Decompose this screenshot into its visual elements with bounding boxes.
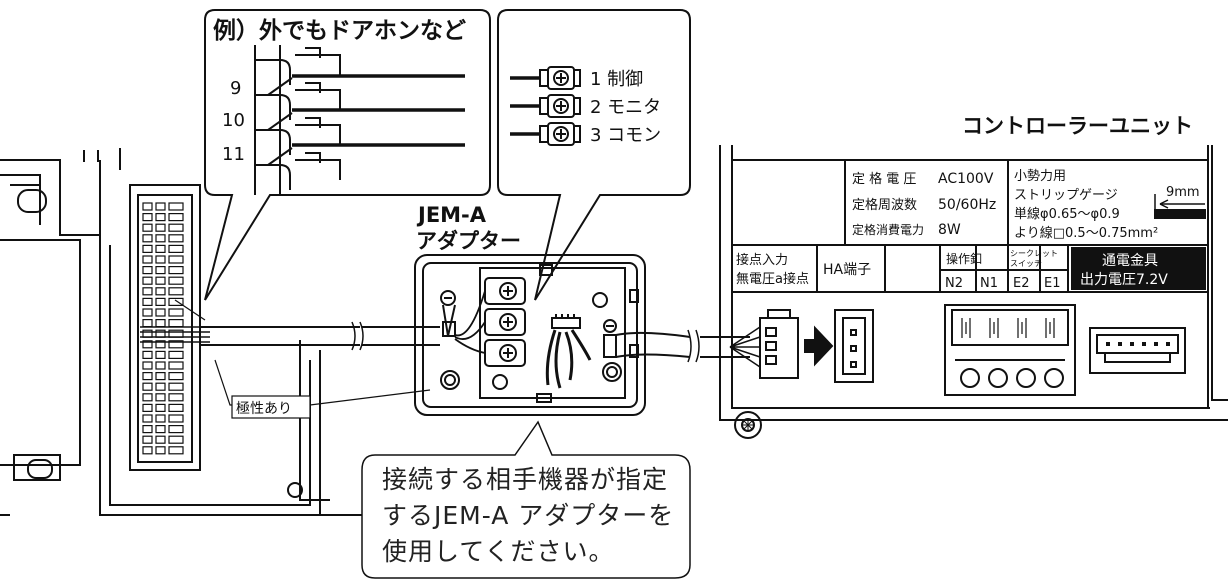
left-wall-unit: [0, 148, 380, 516]
terminal-code-e2: E2: [1013, 276, 1030, 291]
screw-terminal-2: [539, 94, 581, 118]
terminal-code-n2: N2: [945, 276, 963, 291]
note-callout: [361, 420, 691, 579]
contact-input-label-2: 無電圧a接点: [736, 271, 809, 287]
note-line-3: 使用してください。: [382, 537, 615, 566]
adapter-label-1: JEM-A: [416, 203, 487, 227]
energized-label-1: 通電金具: [1102, 253, 1158, 269]
spec-value-voltage: AC100V: [938, 171, 994, 187]
controller-title: コントローラーユニット: [962, 114, 1193, 138]
operation-button-label: 操作釦: [946, 251, 982, 266]
adapter-screw-3: [484, 339, 526, 367]
terminal-number-9: 9: [230, 78, 241, 99]
jem-a-adapter: [414, 254, 646, 416]
spec-label-voltage: 定 格 電 圧: [852, 171, 916, 187]
cable-left: [140, 321, 440, 351]
ha-terminal-label: HA端子: [823, 262, 871, 278]
stranded-wire-label: より線□0.5～0.75mm²: [1014, 225, 1158, 241]
single-wire-label: 単線φ0.65～φ0.9: [1014, 206, 1120, 222]
energized-label-2: 出力電圧7.2V: [1080, 272, 1168, 288]
screw-terminal-1: [539, 66, 581, 90]
screw-terminal-3: [539, 122, 581, 146]
polarity-box: [231, 395, 311, 419]
callout-center-frame: [497, 9, 691, 301]
terminal-code-n1: N1: [980, 276, 998, 291]
wire-label-monitor: 2 モニタ: [590, 97, 661, 118]
spec-value-frequency: 50/60Hz: [938, 197, 996, 213]
callout-left-title: 例）外でもドアホンなど: [213, 17, 466, 44]
terminal-code-e1: E1: [1044, 276, 1061, 291]
insert-arrow: [804, 325, 834, 367]
controller-unit: [719, 145, 1228, 439]
spec-label-power: 定格消費電力: [852, 222, 924, 237]
spec-label-frequency: 定格周波数: [852, 197, 917, 213]
callout-left-frame: [204, 9, 491, 301]
terminal-number-11: 11: [222, 144, 245, 165]
polarity-label: 極性あり: [236, 401, 292, 417]
gauge-length-label: 9mm: [1166, 185, 1200, 200]
adapter-screw-1: [484, 277, 526, 305]
cable-right: [615, 326, 761, 368]
secret-switch-label-2: スイッチ: [1010, 259, 1042, 268]
callout-left-terminal-block: [254, 45, 341, 195]
small-power-label: 小勢力用: [1014, 169, 1066, 184]
connector-plug: [759, 309, 874, 383]
adapter-screw-2: [484, 308, 526, 336]
terminal-number-10: 10: [222, 110, 245, 131]
secret-switch-label-1: シークレット: [1010, 249, 1058, 258]
note-line-2: するJEM-A アダプターを: [382, 501, 675, 530]
wire-label-control: 1 制御: [590, 69, 643, 90]
spec-value-power: 8W: [938, 222, 961, 238]
contact-input-label-1: 接点入力: [736, 252, 788, 268]
adapter-label-2: アダプター: [416, 229, 521, 253]
strip-gauge-label: ストリップゲージ: [1014, 188, 1118, 203]
terminal-strip: [142, 202, 184, 455]
note-text: 接続する相手機器が指定 するJEM-A アダプターを 使用してください。: [382, 462, 682, 570]
wire-label-common: 3 コモン: [590, 125, 661, 146]
note-line-1: 接続する相手機器が指定: [382, 465, 669, 494]
